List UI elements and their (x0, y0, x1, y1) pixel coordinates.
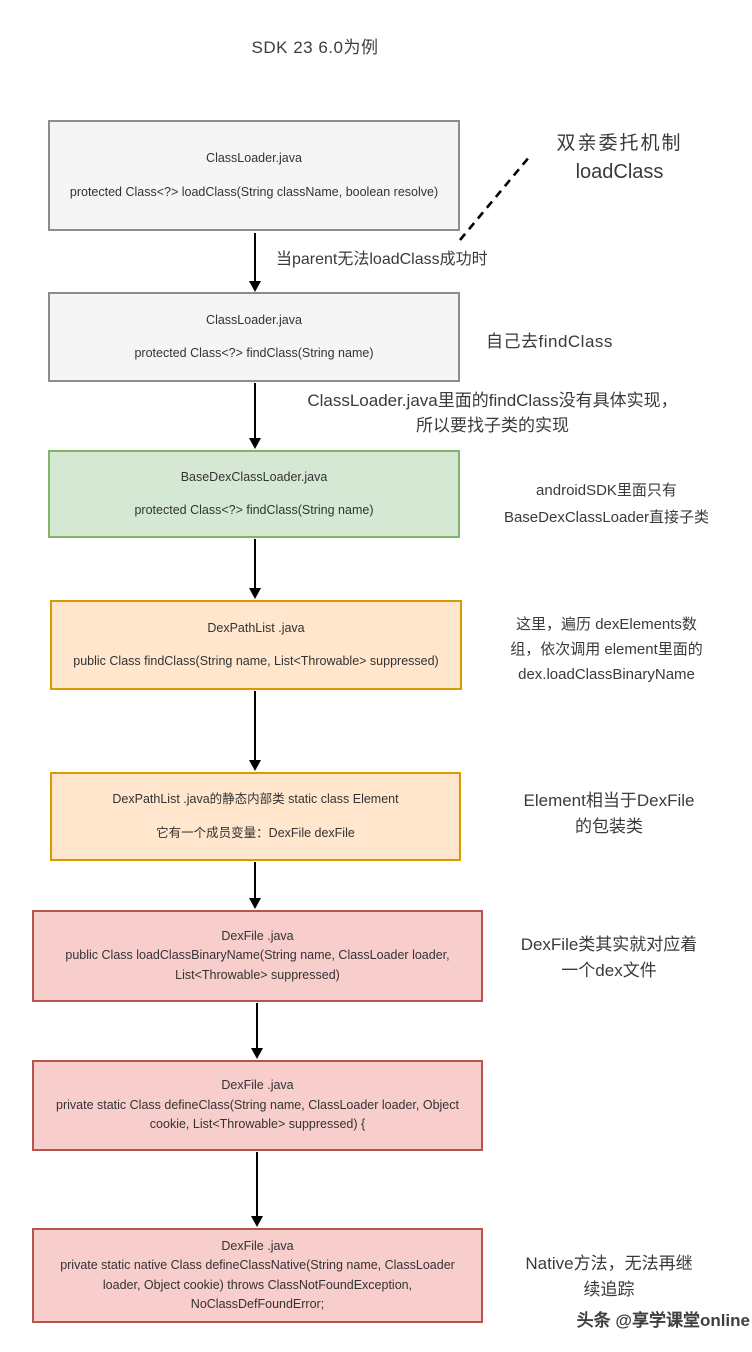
flow-arrow-7 (251, 1152, 263, 1227)
flow-arrow-3 (249, 539, 261, 599)
note-line: dex.loadClassBinaryName (518, 666, 695, 684)
node-file-label: BaseDexClassLoader.java (180, 469, 328, 484)
note-native-method: Native方法，无法再继 续追踪 (472, 1251, 746, 1302)
diagram-title: SDK 23 6.0为例 (251, 38, 379, 57)
arrow-shaft (254, 539, 256, 588)
node-code-label: private static Class defineClass(String … (56, 1097, 459, 1132)
arrow-shaft (254, 691, 256, 760)
note-line: Element相当于DexFile (523, 791, 695, 810)
node-file-label: ClassLoader.java (206, 312, 302, 327)
node-file-label: DexFile .java (221, 928, 294, 943)
arrow-head-icon (249, 898, 261, 909)
node-dexpathlist-findclass: DexPathList .java public Class findClass… (50, 600, 462, 690)
node-code-label: protected Class<?> loadClass(String clas… (69, 184, 439, 199)
flow-arrow-4 (249, 691, 261, 771)
arrow-head-icon (249, 281, 261, 292)
arrow-shaft (256, 1003, 258, 1048)
node-classloader-findclass: ClassLoader.java protected Class<?> find… (48, 292, 460, 382)
node-file-label: DexPathList .java的静态内部类 static class Ele… (112, 792, 399, 807)
node-file-label: DexFile .java (221, 1238, 294, 1253)
flow-arrow-2 (249, 383, 261, 449)
node-dexfile-defineclassnative: DexFile .java private static native Clas… (32, 1228, 483, 1323)
arrow-head-icon (251, 1048, 263, 1059)
note-element-wrapper: Element相当于DexFile 的包装类 (468, 788, 750, 839)
note-traverse-dexelements: 这里，遍历 dexElements数 组，依次调用 element里面的 dex… (463, 612, 750, 688)
arrow-shaft (254, 383, 256, 438)
arrow-shaft (256, 1152, 258, 1216)
note-parent-delegation: 双亲委托机制 loadClass (512, 130, 727, 187)
node-basedexclassloader-findclass: BaseDexClassLoader.java protected Class<… (48, 450, 460, 538)
arrow-shaft (254, 862, 256, 898)
node-code-label: private static native Class defineClassN… (60, 1258, 455, 1311)
note-line: 续追踪 (583, 1279, 635, 1299)
note-line: 的包装类 (575, 816, 643, 836)
arrow-head-icon (249, 438, 261, 449)
note-line: 一个dex文件 (561, 960, 657, 980)
node-code-label: protected Class<?> findClass(String name… (134, 346, 374, 360)
note-no-implementation: ClassLoader.java里面的findClass没有具体实现， 所以要找… (233, 389, 752, 438)
node-classloader-loadclass: ClassLoader.java protected Class<?> load… (48, 120, 460, 231)
arrow-head-icon (249, 588, 261, 599)
flow-arrow-1 (249, 233, 261, 292)
note-line: loadClass (575, 160, 664, 183)
note-line: androidSDK里面只有 (536, 482, 677, 499)
note-line: 这里，遍历 dexElements数 (516, 616, 697, 633)
dashed-callout-line (459, 155, 531, 241)
arrow-head-icon (249, 760, 261, 771)
arrow-shaft (254, 233, 256, 281)
node-code-label: public Class findClass(String name, List… (73, 654, 439, 668)
note-line: 组，依次调用 element里面的 (510, 641, 703, 659)
note-line: 所以要找子类的实现 (416, 415, 569, 435)
watermark: 头条 @享学课堂online (576, 1311, 750, 1330)
node-file-label: DexPathList .java (207, 620, 305, 635)
node-dexfile-defineclass: DexFile .java private static Class defin… (32, 1060, 483, 1151)
node-code-label: protected Class<?> findClass(String name… (134, 503, 374, 517)
note-dexfile-meaning: DexFile类其实就对应着 一个dex文件 (468, 932, 750, 983)
node-file-label: DexFile .java (221, 1078, 294, 1093)
note-line: BaseDexClassLoader直接子类 (503, 508, 710, 526)
note-line: ClassLoader.java里面的findClass没有具体实现， (307, 391, 678, 410)
note-line: Native方法，无法再继 (525, 1254, 693, 1273)
flow-arrow-5 (249, 862, 261, 909)
node-dexfile-loadclassbinaryname: DexFile .java public Class loadClassBina… (32, 910, 483, 1002)
note-find-class-self: 自己去findClass (486, 332, 613, 351)
node-file-label: ClassLoader.java (206, 151, 302, 166)
node-dexpathlist-element: DexPathList .java的静态内部类 static class Ele… (50, 772, 461, 861)
node-code-label: 它有一个成员变量：DexFile dexFile (156, 825, 355, 840)
note-line: DexFile类其实就对应着 (520, 935, 698, 954)
arrow-head-icon (251, 1216, 263, 1227)
node-code-label: public Class loadClassBinaryName(String … (65, 948, 450, 982)
flow-arrow-6 (251, 1003, 263, 1059)
note-only-subclass: androidSDK里面只有 BaseDexClassLoader直接子类 (463, 478, 750, 531)
note-line: 双亲委托机制 (556, 133, 683, 154)
note-parent-fail-label: 当parent无法loadClass成功时 (276, 251, 488, 268)
